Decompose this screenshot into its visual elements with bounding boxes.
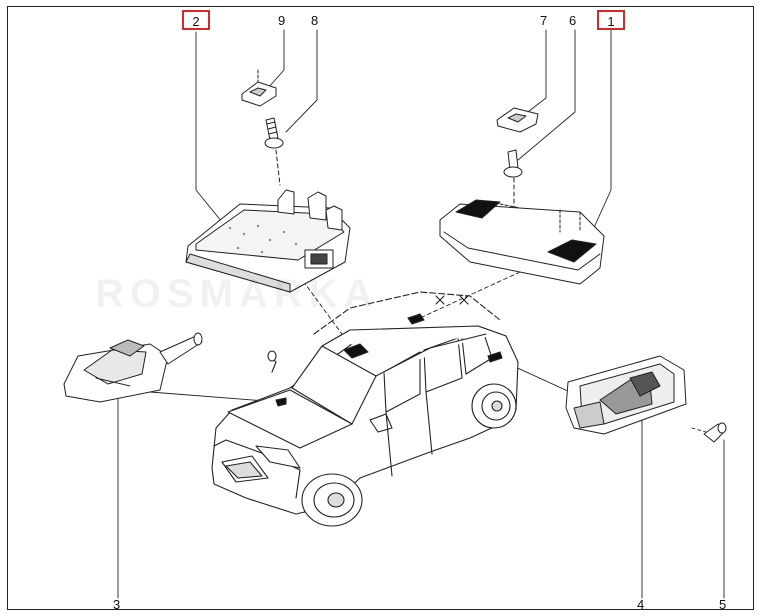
overhead-console-module	[185, 189, 351, 293]
callout-1: 1	[597, 10, 625, 30]
callout-2: 2	[182, 10, 210, 30]
glovebox-lamp	[63, 332, 203, 403]
callout-6: 6	[569, 13, 577, 28]
callout-9: 9	[278, 13, 286, 28]
callout-7: 7	[540, 13, 548, 28]
side-lamp	[565, 355, 687, 435]
bulb	[703, 422, 727, 443]
callout-4: 4	[637, 597, 645, 612]
clip-nut-left	[241, 69, 277, 107]
screw-left	[264, 117, 284, 186]
screw-right	[503, 149, 523, 209]
callout-5: 5	[719, 597, 727, 612]
car-illustration	[211, 291, 519, 527]
watermark: ROSMARKA	[95, 272, 379, 316]
callout-8: 8	[311, 13, 319, 28]
dome-lamp-housing	[439, 199, 605, 285]
diagram-frame	[7, 6, 754, 610]
clip-nut-right	[496, 107, 539, 133]
callout-3: 3	[113, 597, 121, 612]
